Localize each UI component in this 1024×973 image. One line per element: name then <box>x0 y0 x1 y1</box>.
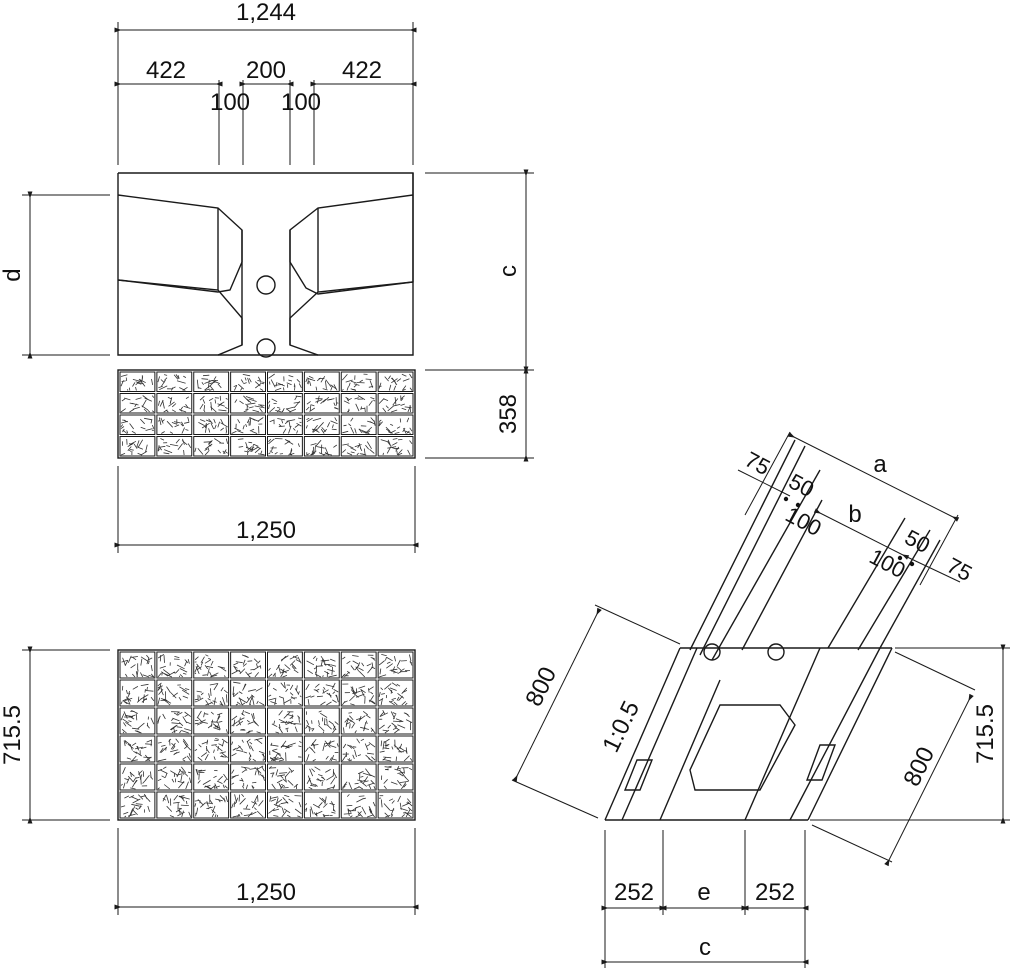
label-b: b <box>848 501 861 528</box>
label-c: c <box>495 265 522 277</box>
label-base-left: 252 <box>614 879 654 906</box>
label-75-right: 75 <box>943 553 976 587</box>
label-100-right: 100 <box>865 544 909 583</box>
top-view: 1,244 422 200 422 100 100 d c 358 <box>0 0 534 553</box>
label-base-total: c <box>699 934 711 961</box>
label-75-left: 75 <box>741 447 774 481</box>
front-view: 715.5 1,250 <box>0 646 419 915</box>
label-collar-left: 100 <box>210 89 250 116</box>
label-collar-right: 100 <box>281 89 321 116</box>
dim-b <box>813 508 910 560</box>
block-face-front <box>117 649 416 821</box>
side-view: 800 1:0.5 800 715.5 a b 75 50 100 100 50… <box>511 431 1010 968</box>
lifting-hole-upper <box>256 275 276 295</box>
label-front-height: 715.5 <box>0 705 26 765</box>
label-base-mid: e <box>697 879 710 906</box>
label-overall-width: 1,244 <box>236 0 296 26</box>
label-100-left: 100 <box>781 502 825 541</box>
inner-void <box>689 704 796 791</box>
label-side-height: 715.5 <box>972 704 999 764</box>
label-slope-left: 800 <box>520 663 562 711</box>
face-texture-top <box>119 371 414 457</box>
label-a: a <box>873 451 887 478</box>
label-base-right: 252 <box>755 879 795 906</box>
label-segment-mid: 200 <box>246 57 286 84</box>
label-slope-ratio: 1:0.5 <box>597 697 645 757</box>
dim-slope-right <box>884 693 974 867</box>
label-segment-right: 422 <box>342 57 382 84</box>
label-face-height: 358 <box>495 394 522 434</box>
label-front-width: 1,250 <box>236 879 296 906</box>
dim-a <box>787 432 960 522</box>
label-segment-left: 422 <box>146 57 186 84</box>
lifting-hole-lower <box>256 338 276 358</box>
face-texture-front <box>119 651 414 819</box>
label-slope-right: 800 <box>898 743 940 791</box>
label-50-left: 50 <box>785 469 818 503</box>
dim-slope-left <box>512 607 602 783</box>
block-face-top <box>117 369 416 459</box>
label-bottom-width: 1,250 <box>236 517 296 544</box>
label-50-right: 50 <box>901 525 934 559</box>
label-d: d <box>0 268 26 281</box>
